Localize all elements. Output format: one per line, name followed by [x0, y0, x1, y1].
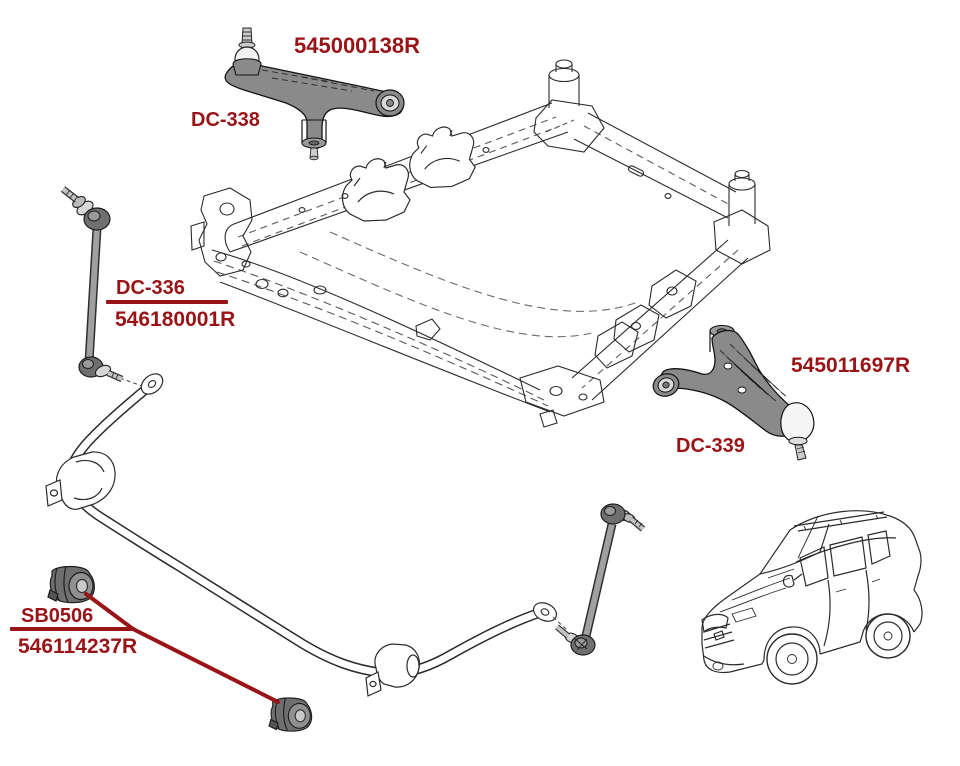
part-number-front-control-arm-left: 545000138R — [294, 33, 421, 58]
stabilizer-link-right-illustration — [555, 503, 646, 656]
control-arm-dc339-illustration — [652, 324, 815, 461]
stabilizer-link-left-illustration — [60, 186, 124, 382]
stabilizer-bar-illustration — [45, 373, 568, 697]
code-stabilizer-bar-bushing: SB0506 — [21, 605, 94, 627]
stabilizer-link-underline — [106, 300, 228, 304]
stabilizer-bar-clamp-right — [365, 643, 421, 697]
part-number-stabilizer-link: 546180001R — [115, 308, 236, 331]
control-arm-dc338-illustration — [224, 27, 405, 161]
stabilizer-bar-clamp-left — [45, 451, 116, 510]
subframe-illustration — [190, 59, 771, 428]
code-stabilizer-link: DC-336 — [116, 277, 185, 299]
part-number-front-control-arm-right: 545011697R — [791, 354, 911, 377]
part-number-stabilizer-bar-bushing: 546114237R — [18, 635, 138, 658]
code-front-control-arm-right: DC-339 — [676, 435, 745, 457]
code-front-control-arm-left: DC-338 — [191, 109, 260, 131]
car-illustration — [701, 510, 923, 685]
stabilizer-bushing-underline — [10, 627, 135, 631]
